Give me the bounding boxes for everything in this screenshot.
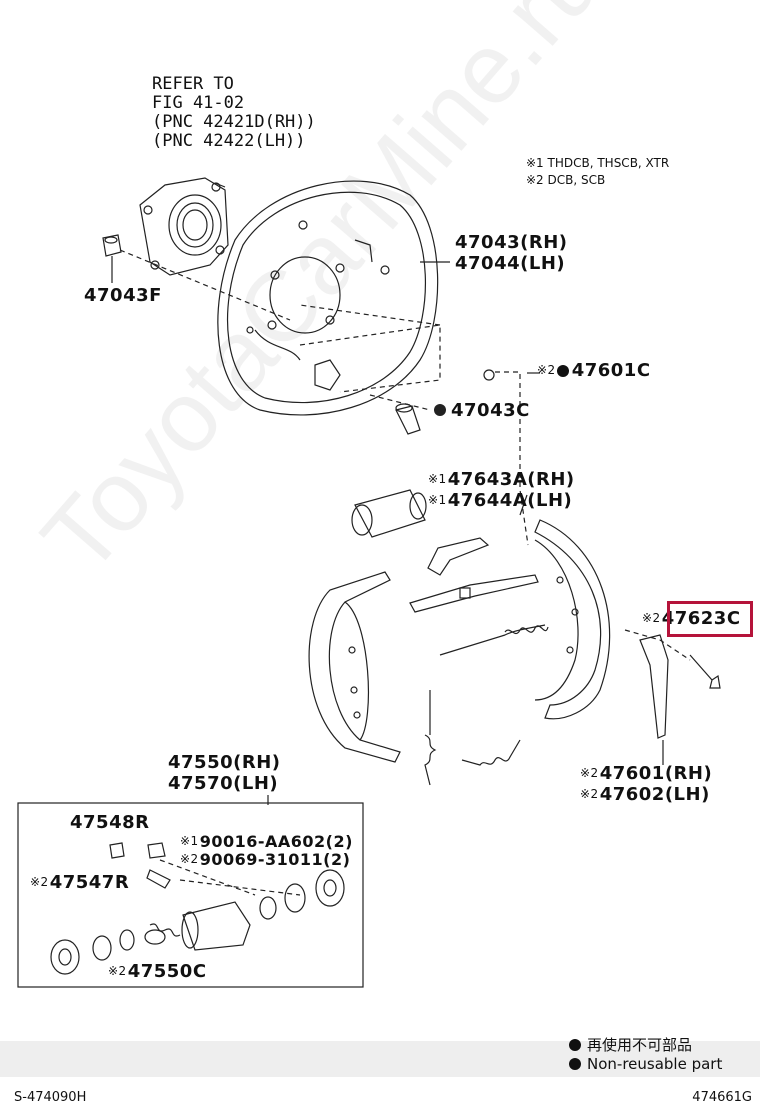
bolt-47043C-drawing bbox=[395, 403, 421, 435]
mark-90069: ※2 bbox=[180, 852, 199, 866]
kit-box-frame bbox=[17, 802, 364, 988]
part-47550C-row: ※247550C bbox=[108, 961, 207, 982]
legend-en-text: Non-reusable part bbox=[587, 1055, 723, 1073]
mark-90016: ※1 bbox=[180, 834, 199, 848]
part-47043C-row: 47043C bbox=[436, 400, 530, 421]
mark-47623C: ※2 bbox=[642, 611, 661, 625]
hub-bearing-drawing bbox=[139, 177, 229, 276]
leader-lines bbox=[119, 249, 691, 896]
part-47547R-link[interactable]: 47547R bbox=[49, 872, 130, 893]
legend-jp-text: 再使用不可部品 bbox=[587, 1036, 693, 1054]
part-90069-link[interactable]: 90069-31011(2) bbox=[199, 850, 351, 869]
part-47601C-link[interactable]: 47601C bbox=[571, 360, 651, 381]
legend-en: Non-reusable part bbox=[569, 1055, 722, 1073]
footer-right-code: 474661G bbox=[692, 1090, 752, 1105]
part-47601C-row: ※2 47601C bbox=[537, 360, 651, 381]
mark-47550C: ※2 bbox=[108, 964, 127, 978]
non-reusable-dot bbox=[556, 365, 569, 377]
mark-47643A: ※1 bbox=[428, 472, 447, 486]
part-90016-link[interactable]: 90016-AA602(2) bbox=[199, 832, 353, 851]
legend-jp: 再使用不可部品 bbox=[569, 1034, 692, 1055]
part-47644A-link[interactable]: 47644A(LH) bbox=[447, 490, 573, 511]
nut-47043F-drawing bbox=[102, 234, 122, 257]
backing-plate-drawing bbox=[217, 180, 439, 416]
refer-line-2: FIG 41-02 bbox=[152, 93, 245, 113]
part-90016-row: ※190016-AA602(2) bbox=[180, 832, 353, 851]
part-47643A-row: ※147643A(RH) bbox=[428, 469, 575, 490]
part-90069-row: ※290069-31011(2) bbox=[180, 850, 350, 869]
refer-line-1: REFER TO bbox=[152, 74, 234, 94]
adjuster-lever-drawing bbox=[427, 537, 490, 576]
right-shoe-drawing bbox=[534, 519, 611, 720]
part-47601-row: ※247601(RH) bbox=[580, 763, 712, 784]
footer-left-code: S-474090H bbox=[14, 1090, 87, 1105]
mark-47644A: ※1 bbox=[428, 493, 447, 507]
mark-47601C: ※2 bbox=[537, 363, 556, 377]
note-2: ※2 DCB, SCB bbox=[526, 173, 606, 187]
part-47550C-link[interactable]: 47550C bbox=[127, 961, 207, 982]
part-47644A-row: ※147644A(LH) bbox=[428, 490, 572, 511]
part-47044-lh-link[interactable]: 47044(LH) bbox=[455, 253, 566, 274]
pin-47601C-drawing bbox=[483, 369, 495, 381]
part-47570-lh-link[interactable]: 47570(LH) bbox=[168, 773, 279, 794]
left-shoe-drawing bbox=[308, 571, 401, 763]
adjuster-strut-drawing bbox=[409, 574, 539, 613]
springs-drawing bbox=[424, 624, 549, 786]
legend-band bbox=[0, 1041, 760, 1077]
non-reusable-dot bbox=[569, 1039, 581, 1051]
pin-47623C-drawing bbox=[689, 654, 721, 689]
mark-47547R: ※2 bbox=[30, 875, 49, 889]
selected-part-highlight bbox=[667, 601, 753, 637]
non-reusable-dot bbox=[569, 1058, 581, 1070]
filled-markers bbox=[434, 404, 446, 416]
part-47643A-link[interactable]: 47643A(RH) bbox=[447, 469, 575, 490]
parking-lever-drawing bbox=[639, 634, 669, 739]
part-47043-rh-link[interactable]: 47043(RH) bbox=[455, 232, 568, 253]
part-47623C-row: ※247623C bbox=[642, 608, 741, 629]
part-47601-rh-link[interactable]: 47601(RH) bbox=[599, 763, 713, 784]
wheel-cylinder-drawing bbox=[351, 489, 427, 538]
refer-line-4: (PNC 42422(LH)) bbox=[152, 131, 306, 151]
part-47550-rh-link[interactable]: 47550(RH) bbox=[168, 752, 281, 773]
mark-47602: ※2 bbox=[580, 787, 599, 801]
part-47043C-link[interactable]: 47043C bbox=[451, 400, 530, 421]
note-1: ※1 THDCB, THSCB, XTR bbox=[526, 156, 670, 170]
part-47623C-link[interactable]: 47623C bbox=[661, 608, 741, 629]
mark-47601: ※2 bbox=[580, 766, 599, 780]
refer-line-3: (PNC 42421D(RH)) bbox=[152, 112, 316, 132]
part-47602-row: ※247602(LH) bbox=[580, 784, 710, 805]
part-47547R-row: ※247547R bbox=[30, 872, 129, 893]
part-47548R-link[interactable]: 47548R bbox=[70, 812, 150, 833]
solid-leaders bbox=[111, 182, 664, 805]
part-47043F-link[interactable]: 47043F bbox=[84, 285, 162, 306]
kit-parts-drawing bbox=[50, 842, 345, 975]
part-47602-lh-link[interactable]: 47602(LH) bbox=[599, 784, 710, 805]
